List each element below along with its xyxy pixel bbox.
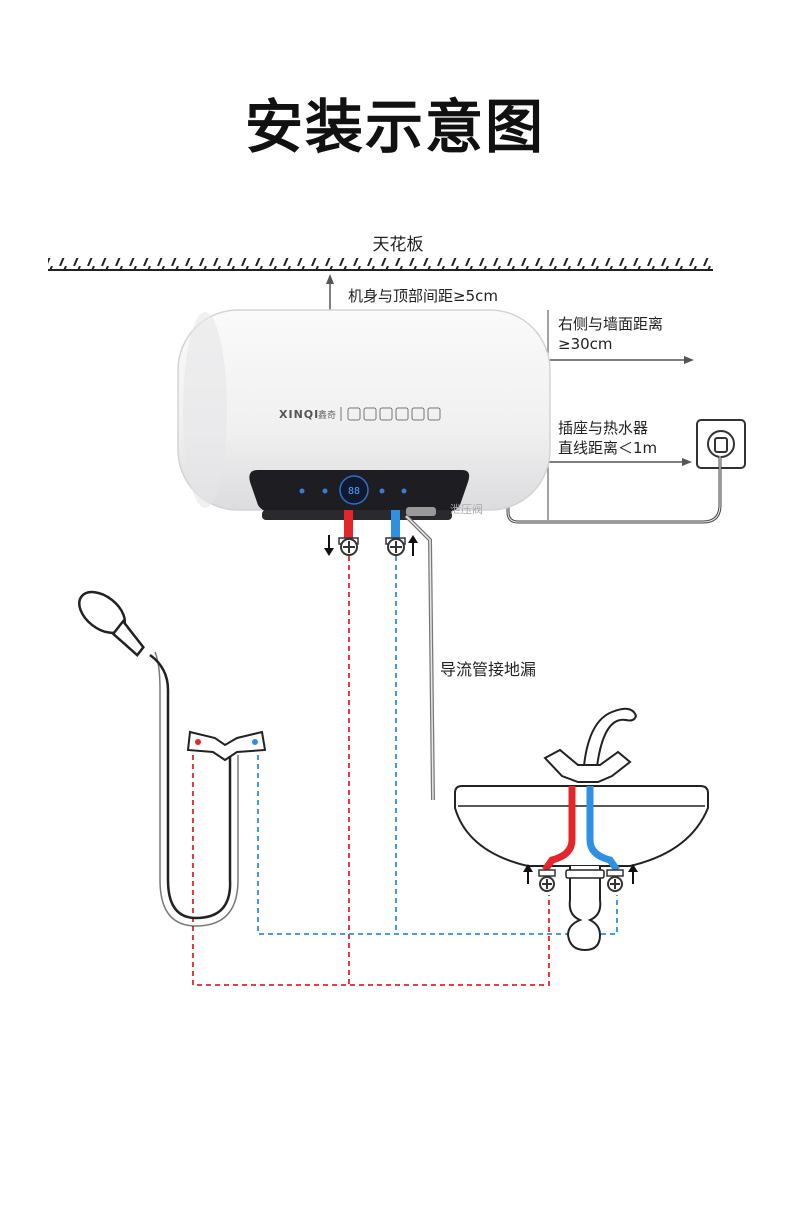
relief-valve: 泄压阀	[406, 502, 483, 516]
page-title: 安装示意图	[244, 93, 545, 161]
hot-outlet	[324, 510, 359, 556]
mode-icon	[379, 407, 393, 421]
valve-icon	[606, 869, 624, 892]
ceiling: 天花板	[48, 235, 713, 271]
side-gap-label-2: ≥30cm	[558, 335, 613, 353]
brand-logo: XINQI	[279, 408, 319, 421]
arrow-up-icon	[523, 864, 533, 884]
drain-trap	[566, 866, 602, 952]
panel-button-icon	[379, 488, 385, 494]
panel-button-icon	[401, 488, 407, 494]
shower-head-icon	[78, 590, 145, 657]
ceiling-label: 天花板	[373, 235, 424, 255]
arrow-up-icon	[628, 864, 638, 884]
mode-icon	[395, 407, 409, 421]
mixer-valve-icon	[186, 730, 267, 762]
valve-icon	[538, 869, 556, 892]
socket-label-2: 直线距离＜1m	[558, 439, 657, 457]
drain-hose	[404, 514, 435, 801]
cold-marker-icon	[252, 739, 258, 745]
brand-logo-cn: 鑫奇	[318, 409, 336, 421]
mode-icon	[411, 407, 425, 421]
basin-bowl	[454, 785, 709, 867]
socket-dimension: 插座与热水器 直线距离＜1m	[548, 419, 692, 466]
basin-cold-pipe	[586, 786, 620, 873]
arrow-down-icon	[324, 535, 334, 556]
faucet-handles	[543, 748, 632, 783]
arrow-up-icon	[326, 274, 334, 284]
top-gap-label: 机身与顶部间距≥5cm	[348, 287, 498, 305]
hot-water-lines	[192, 556, 550, 986]
shower-hose	[149, 653, 232, 920]
hot-marker-icon	[195, 739, 201, 745]
faucet-spout	[582, 707, 638, 779]
arrow-right-icon	[684, 356, 694, 364]
drain-label: 导流管接地漏	[440, 660, 536, 679]
side-gap-label-1: 右侧与墙面距离	[558, 315, 663, 333]
temperature-display: 88	[348, 486, 360, 497]
ceiling-hatch	[48, 258, 713, 270]
cold-water-lines	[257, 556, 618, 935]
arrow-up-icon	[408, 535, 418, 556]
mode-icon	[363, 407, 377, 421]
mode-icons	[347, 407, 441, 421]
display-ring	[339, 475, 369, 505]
mode-icon	[347, 407, 361, 421]
relief-valve-label: 泄压阀	[450, 502, 483, 516]
shower	[78, 590, 267, 927]
arrow-right-icon	[682, 458, 692, 466]
panel-button-icon	[322, 488, 328, 494]
cold-pipe	[391, 510, 400, 538]
panel-button-icon	[299, 488, 305, 494]
basin-hot-pipe	[542, 786, 576, 873]
side-gap-dimension: 右侧与墙面距离 ≥30cm	[547, 310, 694, 520]
socket-label-1: 插座与热水器	[558, 419, 648, 437]
socket-icon	[696, 419, 746, 469]
cold-inlet	[385, 510, 418, 556]
basin-icon	[454, 707, 709, 952]
top-gap-dimension: 机身与顶部间距≥5cm	[326, 274, 498, 310]
water-heater: XINQI 鑫奇 88	[177, 309, 551, 520]
hot-pipe	[344, 510, 353, 538]
mode-icon	[427, 407, 441, 421]
valve-icon	[338, 537, 359, 556]
valve-icon	[385, 537, 406, 556]
valve-icon	[406, 507, 436, 516]
